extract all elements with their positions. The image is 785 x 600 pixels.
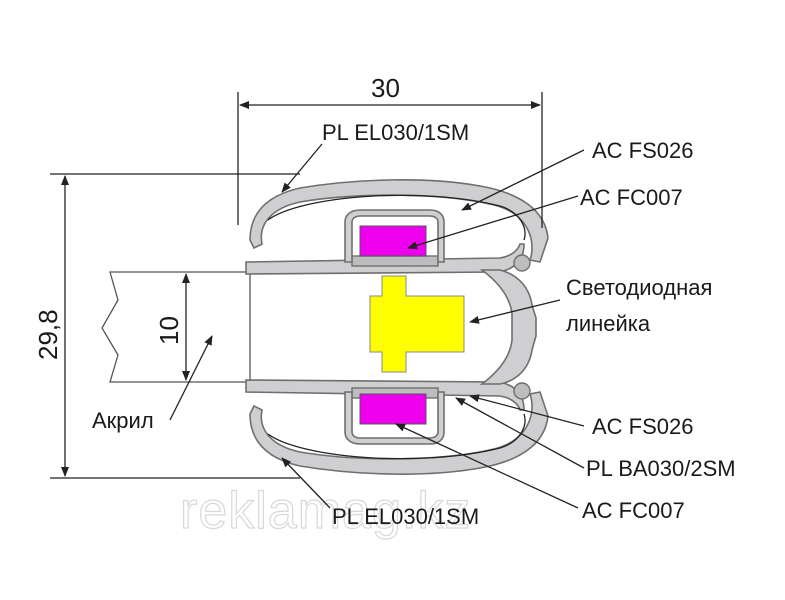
dimension-height (50, 173, 300, 479)
label-led-line2: линейка (566, 311, 651, 336)
label-fs-top: AC FS026 (592, 138, 694, 163)
magnet-top (359, 225, 427, 257)
base-profile (245, 209, 537, 445)
label-acrylic: Акрил (92, 408, 154, 433)
label-fc-top: AC FC007 (580, 185, 683, 210)
acrylic-sheet (101, 271, 251, 383)
label-el-bottom: PL EL030/1SM (332, 504, 479, 529)
label-led-line1: Светодиодная (566, 275, 712, 300)
watermark-text: reklamag.kz (180, 482, 471, 540)
label-fs-bottom: AC FS026 (592, 414, 694, 439)
led-strip (369, 275, 465, 373)
dimension-width (237, 92, 543, 228)
dimension-acrylic-label: 10 (154, 316, 184, 345)
dimension-height-label: 29,8 (33, 309, 63, 360)
magnet-bottom (359, 393, 427, 425)
label-fc-bottom: AC FC007 (582, 498, 685, 523)
label-el-top: PL EL030/1SM (322, 120, 469, 145)
label-ba: PL BA030/2SM (586, 456, 736, 481)
dimension-width-label: 30 (371, 73, 400, 103)
